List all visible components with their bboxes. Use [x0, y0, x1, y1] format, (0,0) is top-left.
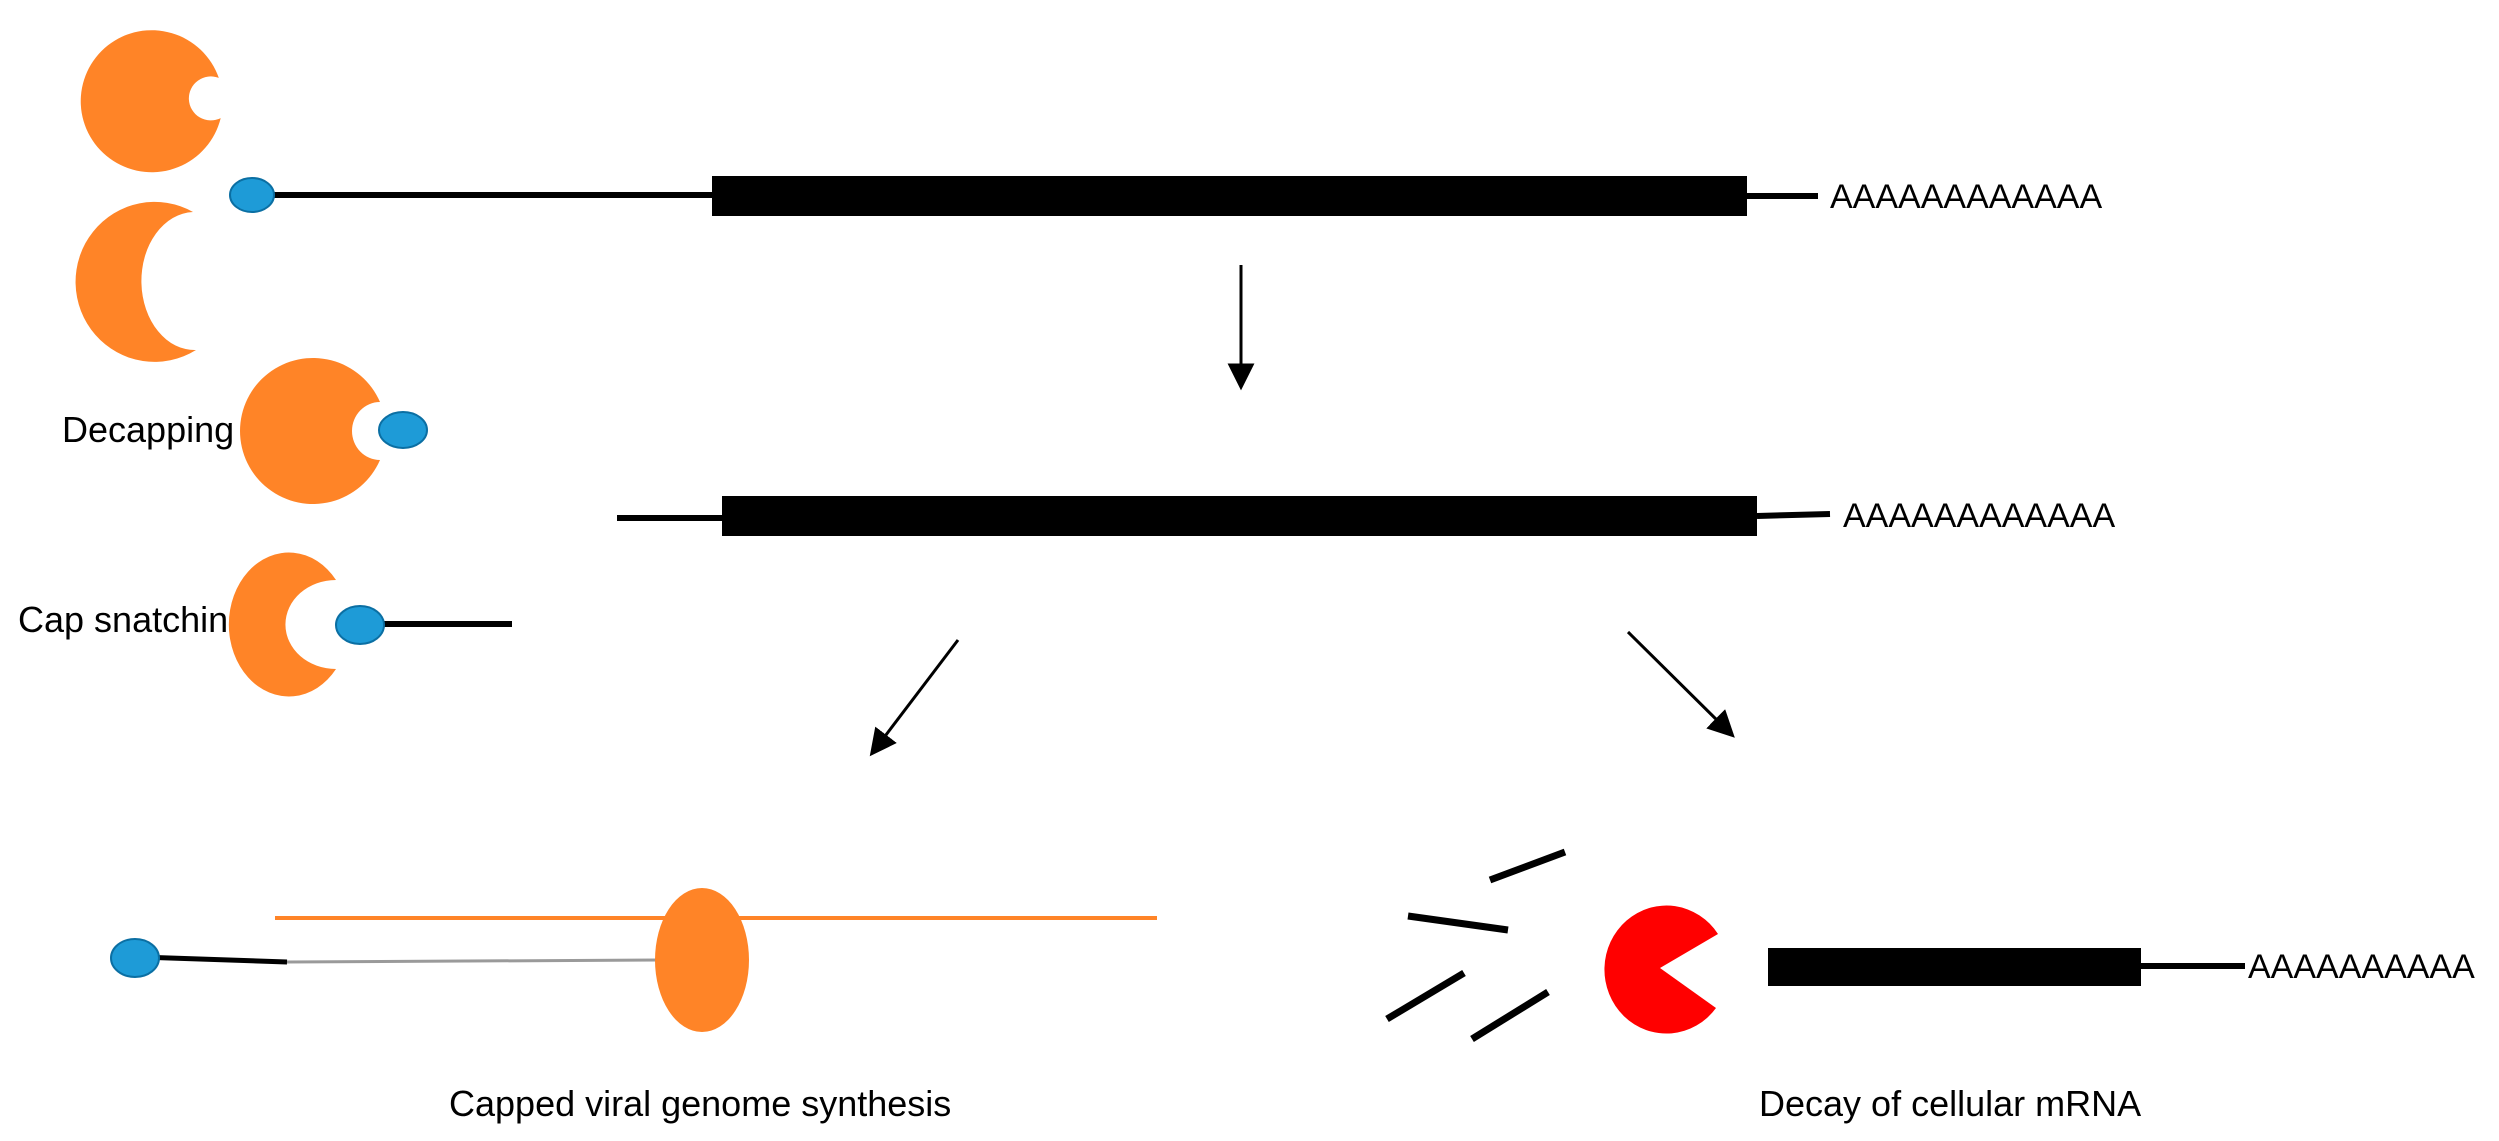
- primer-black: [139, 954, 288, 965]
- poly-a-tail: AAAAAAAAAA: [2248, 948, 2475, 986]
- primer-cap-icon: [110, 938, 160, 978]
- mrna-decay-label: Decay of cellular mRNA: [1759, 1083, 2141, 1124]
- mrna-coding-region: [722, 496, 1757, 536]
- mrna-decay: AAAAAAAAAA Decay of cellular mRNA: [1385, 848, 2475, 1124]
- mrna-fragment: [1407, 912, 1509, 934]
- viral-polymerase-icon: [655, 888, 749, 1032]
- enzyme-pacman-icon: [80, 30, 221, 173]
- poly-a-tail: AAAAAAAAAAAA: [1830, 178, 2102, 216]
- exonuclease-pacman-icon: [1604, 905, 1718, 1034]
- mrna-coding-region: [712, 176, 1747, 216]
- decapping-label: Decapping: [62, 409, 234, 450]
- mrna-coding-region: [1768, 948, 2141, 986]
- enzyme-open-icon: [75, 201, 196, 362]
- mrna-3prime-utr: [1756, 511, 1831, 519]
- mrna-fragment: [1488, 848, 1567, 884]
- decapping-enzyme-icon: [240, 357, 380, 504]
- viral-synthesis: Capped viral genome synthesis: [110, 888, 1157, 1124]
- decapping-step: Decapping: [62, 357, 428, 504]
- primer-gray: [286, 958, 661, 964]
- capped-mrna-top: AAAAAAAAAAAA: [229, 176, 2102, 216]
- poly-a-tail: AAAAAAAAAAAA: [1843, 497, 2115, 535]
- released-cap-icon: [378, 411, 428, 449]
- snatched-cap-icon: [335, 605, 385, 645]
- cap-snatching-label: Cap snatching: [18, 599, 248, 640]
- viral-synthesis-label: Capped viral genome synthesis: [449, 1083, 951, 1124]
- cap-snatching-step: Cap snatching: [18, 552, 512, 697]
- arrow-to-mrna-decay: [1626, 630, 1735, 738]
- cap-snatching-enzyme-icon: [228, 552, 336, 697]
- mrna-fragment: [1470, 989, 1550, 1042]
- decapped-mrna: AAAAAAAAAAAA: [617, 496, 2115, 536]
- mrna-fragment: [1385, 969, 1466, 1023]
- arrow-to-viral-synthesis: [869, 639, 960, 757]
- cap-icon: [229, 177, 275, 213]
